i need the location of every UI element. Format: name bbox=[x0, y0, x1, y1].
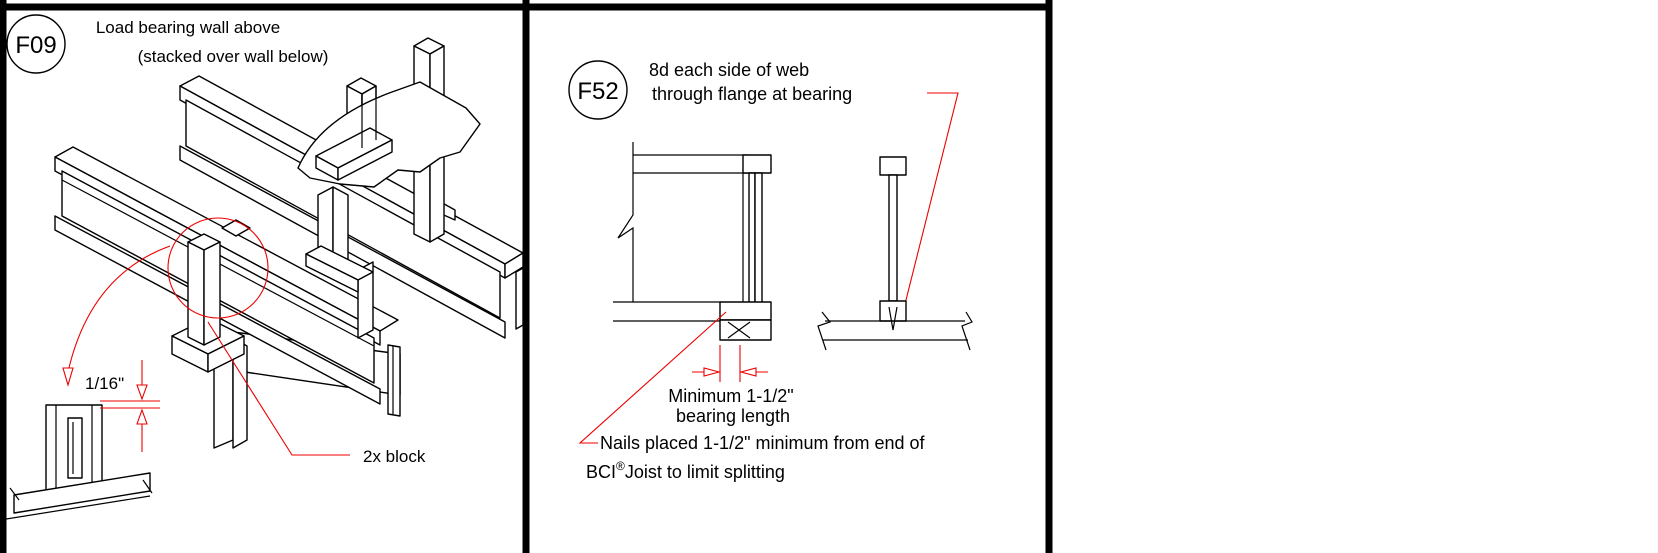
gap-dimension bbox=[100, 360, 160, 452]
nailing-note-line2: through flange at bearing bbox=[652, 84, 852, 104]
badge-f52-label: F52 bbox=[577, 78, 618, 105]
wall-note-line1: Load bearing wall above bbox=[96, 18, 280, 37]
panel-f09: F09 Load bearing wall above (stacked ove… bbox=[0, 14, 524, 521]
wall-note-line2: (stacked over wall below) bbox=[138, 47, 329, 66]
bearing-dimension bbox=[692, 345, 768, 382]
bearing-label-line2: bearing length bbox=[676, 406, 790, 426]
nailing-leader bbox=[902, 92, 959, 313]
small-section-detail bbox=[0, 404, 153, 521]
nailing-note-line1: 8d each side of web bbox=[649, 60, 809, 80]
joist-section bbox=[817, 156, 973, 351]
badge-f09-label: F09 bbox=[15, 32, 56, 59]
badge-f09: F09 bbox=[6, 14, 66, 74]
panel-frames bbox=[0, 0, 1053, 553]
detail-callout bbox=[62, 217, 350, 456]
panel-f52: F52 8d each side of web through flange a… bbox=[568, 60, 973, 482]
nails-note-line1: Nails placed 1-1/2" minimum from end of bbox=[600, 433, 926, 453]
wall-plate-cutaway bbox=[297, 81, 481, 188]
gap-dimension-label: 1/16" bbox=[85, 374, 124, 393]
block-label: 2x block bbox=[363, 447, 426, 466]
nails-leader bbox=[578, 311, 727, 444]
nails-note-line2: BCI®Joist to limit splitting bbox=[586, 459, 785, 482]
bearing-label-line1: Minimum 1-1/2" bbox=[668, 386, 793, 406]
block-assembly bbox=[171, 219, 251, 373]
detail-arrowhead bbox=[62, 367, 74, 387]
detail-leader bbox=[67, 245, 171, 373]
joist-elevation bbox=[613, 142, 772, 341]
block-leader bbox=[207, 321, 350, 456]
badge-f52: F52 bbox=[568, 60, 628, 120]
detail-circle bbox=[167, 217, 269, 319]
